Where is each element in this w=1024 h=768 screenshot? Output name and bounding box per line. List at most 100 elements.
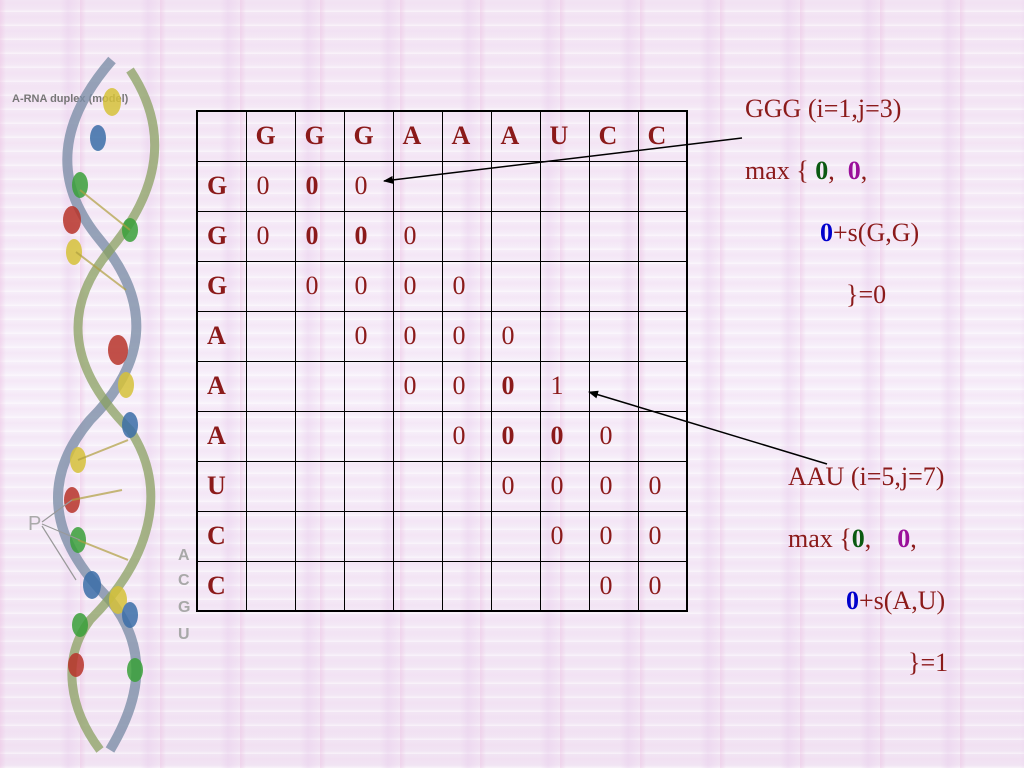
matrix-cell: 0 <box>441 410 492 462</box>
matrix-cell <box>588 260 639 312</box>
matrix-cell <box>539 560 590 612</box>
matrix-cell <box>637 260 688 312</box>
matrix-cell: 0 <box>539 510 590 562</box>
matrix-cell <box>294 310 345 362</box>
aau-sep-1: , <box>864 524 872 553</box>
ggg-sep-1: , <box>828 156 835 185</box>
matrix-cell: 0 <box>343 160 394 212</box>
matrix-cell: 0 <box>245 210 296 262</box>
matrix-cell <box>441 460 492 512</box>
matrix-cell <box>392 410 443 462</box>
matrix-cell: 0 <box>637 460 688 512</box>
header-row: G G G A A A U C C <box>196 110 688 162</box>
matrix-cell <box>294 360 345 412</box>
col-header: A <box>441 110 492 162</box>
matrix-cell <box>441 560 492 612</box>
aau-result: }=1 <box>908 648 949 677</box>
aau-max-line: max {0, 0, <box>788 524 917 554</box>
base-letter-c: C <box>178 572 190 589</box>
col-header: A <box>490 110 541 162</box>
base-letter-u: U <box>178 626 190 643</box>
matrix-cell: 0 <box>637 510 688 562</box>
rna-duplex-illustration: A-RNA duplex (model) P A C G U <box>12 56 190 753</box>
matrix-cell <box>245 510 296 562</box>
matrix-cell: 0 <box>294 160 345 212</box>
matrix-cell <box>392 160 443 212</box>
row-header: A <box>196 360 247 412</box>
aau-title: AAU (i=5,j=7) <box>788 462 945 491</box>
row-header: C <box>196 560 247 612</box>
matrix-cell <box>245 260 296 312</box>
table-row: C 0 0 0 <box>196 510 688 562</box>
matrix-cell <box>588 310 639 362</box>
table-row: G 0 0 0 0 <box>196 260 688 312</box>
matrix-cell <box>343 510 394 562</box>
col-header: A <box>392 110 443 162</box>
ggg-max-line: max { 0, 0, <box>745 156 867 186</box>
matrix-cell <box>588 210 639 262</box>
matrix-cell <box>637 310 688 362</box>
matrix-cell <box>539 310 590 362</box>
matrix-cell: 0 <box>343 260 394 312</box>
table-row: A 0 0 0 1 <box>196 360 688 412</box>
matrix-cell <box>441 210 492 262</box>
ggg-term-line: 0+s(G,G) <box>820 218 919 248</box>
row-header: C <box>196 510 247 562</box>
ggg-value-3: 0 <box>820 218 833 247</box>
col-header: U <box>539 110 590 162</box>
matrix-cell <box>637 210 688 262</box>
matrix-cell: 0 <box>343 210 394 262</box>
matrix-cell: 0 <box>588 460 639 512</box>
matrix-cell <box>392 510 443 562</box>
table-row: G 0 0 0 0 <box>196 210 688 262</box>
matrix-cell: 0 <box>490 360 541 412</box>
aau-value-3: 0 <box>846 586 859 615</box>
matrix-cell <box>343 360 394 412</box>
row-header: G <box>196 160 247 212</box>
col-header: G <box>294 110 345 162</box>
matrix-cell: 0 <box>245 160 296 212</box>
base-letter-a: A <box>178 547 190 564</box>
table-row: C 0 0 <box>196 560 688 612</box>
matrix-cell <box>441 510 492 562</box>
ggg-result: }=0 <box>846 280 887 309</box>
figure-caption: A-RNA duplex (model) <box>12 93 129 105</box>
matrix-cell <box>343 410 394 462</box>
matrix-cell <box>343 560 394 612</box>
row-header: U <box>196 460 247 512</box>
matrix-cell <box>490 160 541 212</box>
matrix-cell: 0 <box>637 560 688 612</box>
ggg-sep-2: , <box>860 156 868 185</box>
matrix-cell: 0 <box>490 460 541 512</box>
matrix-cell <box>637 360 688 412</box>
matrix-cell <box>539 160 590 212</box>
matrix-cell <box>294 410 345 462</box>
dp-matrix: G G G A A A U C C G 0 0 0 G 0 0 0 0 G 0 … <box>196 110 688 612</box>
matrix-cell: 1 <box>539 360 590 412</box>
matrix-cell <box>343 460 394 512</box>
matrix-cell <box>245 310 296 362</box>
matrix-cell <box>637 410 688 462</box>
row-header: A <box>196 410 247 462</box>
col-header: G <box>245 110 296 162</box>
matrix-cell <box>539 260 590 312</box>
matrix-cell <box>392 460 443 512</box>
col-header: G <box>343 110 394 162</box>
ggg-max-prefix: max { <box>745 156 809 185</box>
aau-sep-2: , <box>910 524 917 553</box>
matrix-cell: 0 <box>490 410 541 462</box>
matrix-cell <box>588 360 639 412</box>
aau-value-2: 0 <box>897 524 911 553</box>
matrix-cell <box>392 560 443 612</box>
matrix-cell <box>245 560 296 612</box>
matrix-cell <box>245 410 296 462</box>
matrix-cell <box>637 160 688 212</box>
matrix-cell <box>294 560 345 612</box>
ggg-value-2: 0 <box>847 156 861 185</box>
table-row: A 0 0 0 0 <box>196 310 688 362</box>
matrix-cell: 0 <box>294 210 345 262</box>
matrix-cell <box>490 510 541 562</box>
matrix-cell: 0 <box>441 310 492 362</box>
matrix-cell <box>539 210 590 262</box>
aau-term: +s(A,U) <box>859 586 946 615</box>
